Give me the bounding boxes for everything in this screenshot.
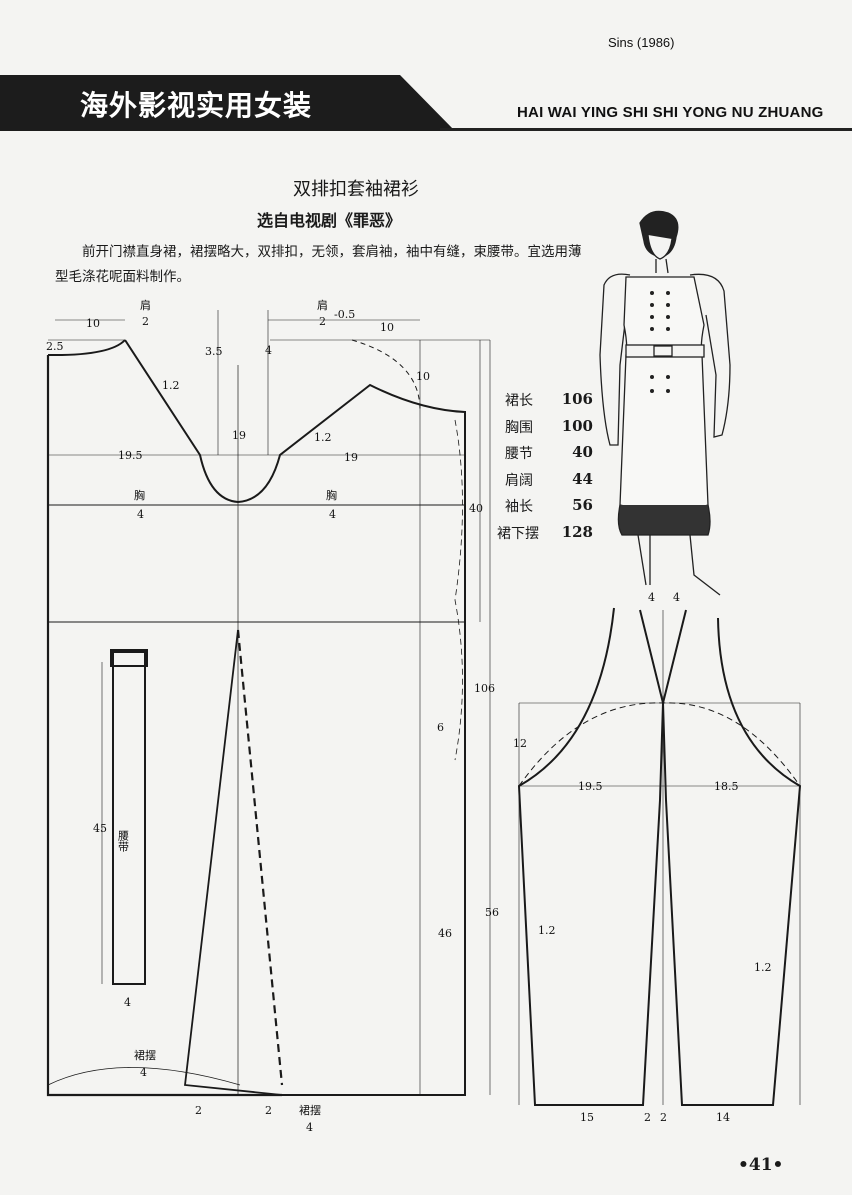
sleeve-cuff-right: 14 <box>716 1111 730 1124</box>
measurement-value: 100 <box>561 416 593 435</box>
fashion-illustration <box>599 210 731 596</box>
sleeve-left-curve: 1.2 <box>538 924 556 937</box>
dim-hem-ext-left: 2 <box>195 1104 202 1117</box>
dim-back-chest-quarter: 4 <box>137 508 144 521</box>
dim-shoulder-minus: -0.5 <box>334 308 355 321</box>
article-subtitle: 选自电视剧《罪恶》 <box>257 211 402 230</box>
dim-front-neck-width: 10 <box>380 321 394 334</box>
article-description: 前开门襟直身裙，裙摆略大，双排扣，无领，套肩袖，袖中有缝，束腰带。宜选用薄型毛涤… <box>55 244 582 285</box>
dim-front-curve: 1.2 <box>314 431 332 444</box>
header-title-cn: 海外影视实用女装 <box>80 89 313 122</box>
measurement-label: 裙下摆 <box>497 525 539 542</box>
measurement-label: 胸围 <box>505 419 533 436</box>
dim-front-neck-drop: 10 <box>416 370 430 383</box>
dim-back-chest-line: 19.5 <box>118 449 143 462</box>
measurement-value: 56 <box>572 496 593 514</box>
dim-shoulder-dart: 3.5 <box>205 345 223 358</box>
sleeve-right-curve: 1.2 <box>754 961 772 974</box>
dim-waist-length: 40 <box>469 502 483 515</box>
dim-dress-length: 106 <box>474 682 495 695</box>
sleeve-left-width: 19.5 <box>578 780 603 793</box>
sleeve-top-left: 4 <box>648 591 655 604</box>
dim-hem-label: 裙摆 <box>134 1048 156 1062</box>
measurement-row: 袖长 56 <box>505 496 593 523</box>
sleeve-cuff-mid-right: 2 <box>660 1111 667 1124</box>
dim-front-shoulder-half: 2 <box>319 315 326 328</box>
belt-width: 4 <box>124 996 131 1009</box>
measurement-label: 肩阔 <box>505 472 533 489</box>
dim-front-chest-label: 胸 <box>326 488 337 502</box>
dim-back-curve: 1.2 <box>162 379 180 392</box>
dim-shoulder-label: 肩 <box>140 298 151 312</box>
measurement-label: 腰节 <box>505 446 533 462</box>
measurement-row: 腰节 40 <box>505 443 593 470</box>
sleeve-length: 56 <box>485 906 499 919</box>
dim-front-hem-label: 裙摆 <box>299 1103 321 1117</box>
measurement-value: 40 <box>572 443 593 461</box>
header-band <box>0 75 455 131</box>
belt-label: 腰带 <box>117 830 130 853</box>
sleeve-cap-height: 12 <box>513 737 527 750</box>
dim-hem-quarter: 4 <box>140 1066 147 1079</box>
dim-front-hem-quarter: 4 <box>306 1121 313 1134</box>
header-rule <box>440 128 852 131</box>
measurement-row: 肩阔 44 <box>505 470 593 497</box>
dim-front-shoulder-dart: 4 <box>265 344 272 357</box>
dim-shoulder-half: 2 <box>142 315 149 328</box>
sleeve-right-width: 18.5 <box>714 780 739 793</box>
dim-back-neck-width: 10 <box>86 317 100 330</box>
measurement-row: 裙下摆 128 <box>497 523 593 550</box>
sleeve-top-right: 4 <box>673 591 680 604</box>
measurement-value: 128 <box>561 522 593 541</box>
measurement-table: 裙长 106 胸围 100 腰节 40 肩阔 44 袖长 56 裙下摆 128 <box>497 390 593 549</box>
dim-armhole-depth: 19 <box>232 429 246 442</box>
measurement-row: 胸围 100 <box>505 417 593 444</box>
dim-front-shoulder-label: 肩 <box>317 298 328 312</box>
dim-front-chest-line: 19 <box>344 451 358 464</box>
measurement-label: 袖长 <box>505 499 533 515</box>
dim-side-shape: 6 <box>437 721 444 734</box>
dim-hem-ext-right: 2 <box>265 1104 272 1117</box>
sleeve-cuff-left: 15 <box>580 1111 594 1124</box>
dim-back-chest-label: 胸 <box>134 488 145 502</box>
dim-front-chest-quarter: 4 <box>329 508 336 521</box>
dim-lower-length: 46 <box>438 927 452 940</box>
measurement-label: 裙长 <box>505 393 533 409</box>
header-title-en: HAI WAI YING SHI SHI YONG NU ZHUANG <box>517 104 824 121</box>
measurement-value: 106 <box>561 390 593 408</box>
sleeve-cuff-mid-left: 2 <box>644 1111 651 1124</box>
measurement-row: 裙长 106 <box>505 390 593 417</box>
measurement-value: 44 <box>572 469 593 488</box>
belt-length: 45 <box>93 822 107 835</box>
article-title: 双排扣套袖裙衫 <box>293 179 419 200</box>
dim-neck-drop: 2.5 <box>46 340 64 353</box>
page-number: •41• <box>738 1155 784 1175</box>
image-caption: Sins (1986) <box>608 35 675 50</box>
